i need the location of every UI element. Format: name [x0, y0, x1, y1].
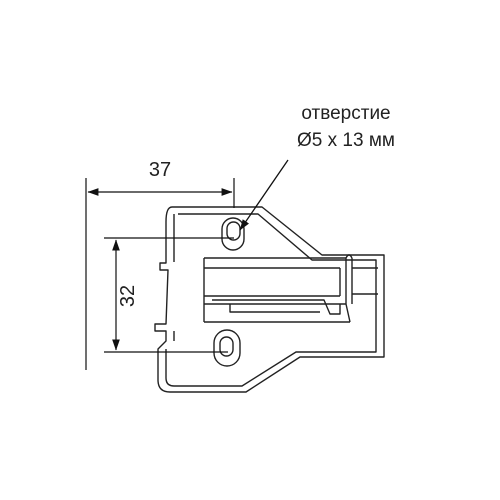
plate-outline	[154, 206, 385, 393]
upper-hole-inner	[226, 221, 241, 241]
width-dimension	[85, 178, 235, 370]
plate-inner-outline	[165, 213, 377, 387]
callout-leader	[239, 159, 289, 231]
cam-slot	[212, 299, 341, 315]
height-dimension-label: 32	[117, 285, 139, 307]
callout-text-line2: Ø5 x 13 мм	[297, 130, 395, 151]
width-dimension-label: 37	[149, 159, 171, 181]
height-dimension	[104, 237, 234, 353]
central-channel	[203, 257, 350, 323]
mounting-plate	[154, 206, 385, 393]
cylinder-end	[339, 254, 378, 323]
lower-hole	[213, 329, 241, 367]
callout-text-line1: отверстие	[301, 103, 390, 124]
upper-hole	[221, 217, 245, 251]
lower-hole-inner	[219, 336, 234, 357]
